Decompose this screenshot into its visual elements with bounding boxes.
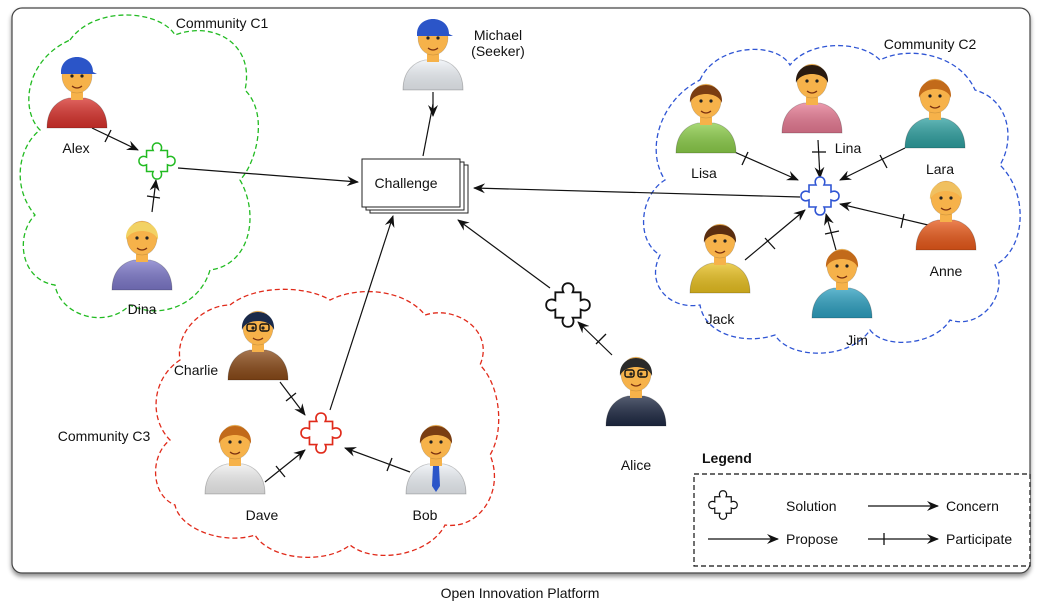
edge-lisa-participate	[729, 149, 799, 181]
dave-label: Dave	[246, 507, 279, 523]
michael-role: (Seeker)	[471, 43, 525, 59]
edge-jim-participate	[824, 213, 837, 251]
dave-avatar	[204, 424, 266, 495]
alice-label: Alice	[621, 457, 652, 473]
edges	[91, 92, 929, 483]
legend-box	[693, 473, 1031, 567]
legend-propose-label: Propose	[786, 531, 838, 547]
lina-avatar	[781, 63, 843, 134]
edge-bob-participate	[344, 447, 411, 473]
legend-title: Legend	[702, 450, 752, 466]
jack-label: Jack	[706, 311, 736, 327]
charlie-avatar	[227, 310, 289, 381]
edge-alice-participate	[577, 321, 613, 356]
edge-c1-propose	[177, 167, 359, 187]
edge-alice-propose	[457, 219, 551, 289]
edge-dave-participate	[264, 449, 306, 483]
community-c1-label: Community C1	[176, 15, 269, 31]
anne-label: Anne	[930, 263, 963, 279]
edge-c2-propose	[473, 183, 801, 198]
platform-caption: Open Innovation Platform	[441, 585, 600, 601]
anne-avatar	[915, 180, 977, 251]
lina-label: Lina	[835, 140, 862, 156]
dina-avatar	[111, 220, 173, 291]
community-c2-cloud	[642, 44, 1021, 354]
charlie-label: Charlie	[174, 362, 219, 378]
legend-solution-label: Solution	[786, 498, 837, 514]
platform-panel	[11, 7, 1031, 574]
bob-label: Bob	[413, 507, 438, 523]
legend: Legend Solution Concern Propose Particip…	[693, 450, 1031, 567]
person-labels: Michael (Seeker) Alex Dina Lisa Lina Lar…	[62, 27, 962, 523]
participate-ticks	[104, 129, 905, 478]
lara-avatar	[904, 78, 966, 149]
community-c3-label: Community C3	[58, 428, 151, 444]
community-c1-cloud	[19, 14, 259, 319]
michael-name: Michael	[474, 27, 522, 43]
michael-avatar	[402, 19, 464, 91]
legend-concern-label: Concern	[946, 498, 999, 514]
legend-participate-label: Participate	[946, 531, 1012, 547]
community-c2-label: Community C2	[884, 36, 977, 52]
edge-jack-participate	[744, 209, 806, 261]
edge-dina-participate	[149, 179, 160, 213]
edge-charlie-participate	[279, 381, 306, 416]
jim-label: Jim	[846, 332, 868, 348]
edge-lina-participate	[814, 139, 825, 179]
jim-avatar	[811, 248, 873, 319]
edge-alex-participate	[91, 127, 139, 151]
challenge-node: Challenge	[361, 158, 469, 214]
alice-avatar	[605, 356, 667, 427]
dina-label: Dina	[128, 301, 157, 317]
lara-label: Lara	[926, 161, 954, 177]
lisa-label: Lisa	[691, 165, 717, 181]
jack-avatar	[689, 223, 751, 294]
edge-lara-participate	[839, 147, 906, 181]
edge-c3-propose	[329, 215, 395, 411]
alex-avatar	[46, 57, 108, 129]
alex-label: Alex	[62, 140, 89, 156]
bob-avatar	[405, 424, 467, 495]
lisa-avatar	[675, 83, 737, 154]
community-c3-cloud	[154, 288, 500, 558]
challenge-label: Challenge	[374, 175, 437, 191]
edge-anne-participate	[839, 201, 929, 226]
